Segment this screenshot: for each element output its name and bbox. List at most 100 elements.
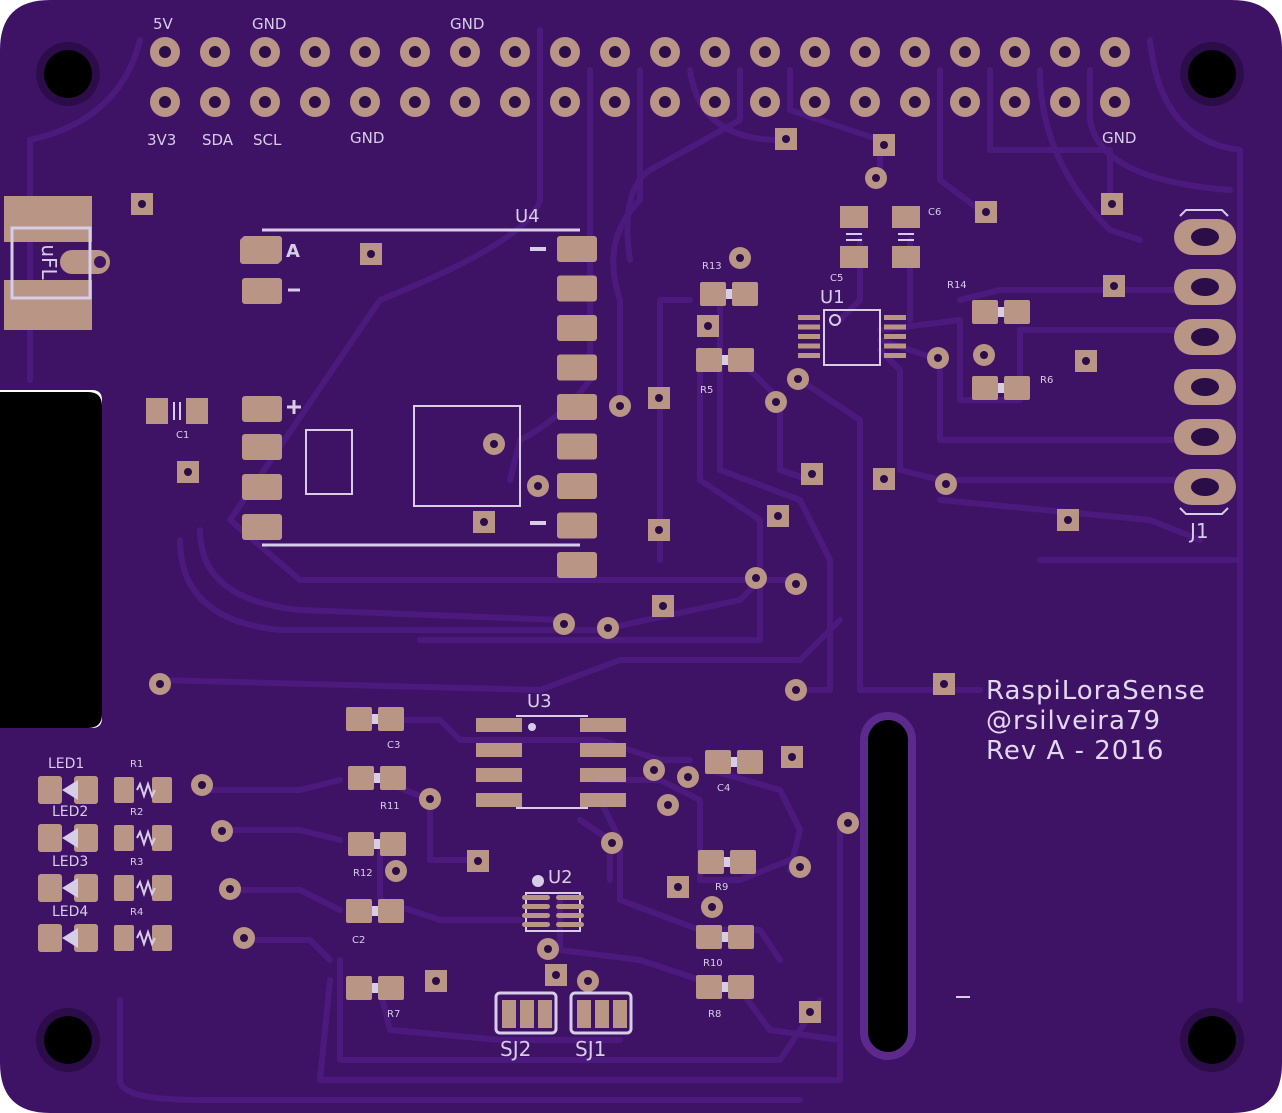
u2-pad (556, 904, 584, 909)
via-hole (432, 977, 440, 985)
header-pin-hole (359, 96, 371, 108)
header-label-gnd-3: GND (350, 129, 384, 147)
header-label-gnd-2: GND (450, 15, 484, 33)
passive-silk (374, 773, 380, 783)
header-pin-hole (1009, 46, 1021, 58)
led-label: LED2 (52, 804, 88, 820)
u3-pad (476, 718, 522, 732)
header-pin-hole (259, 46, 271, 58)
passive-pad (696, 348, 722, 372)
passive-pad (698, 850, 724, 874)
via-hole (872, 174, 880, 182)
r11-label: R11 (380, 801, 400, 812)
r10-label: R10 (703, 958, 723, 969)
passive-silk (372, 714, 378, 724)
passive-pad (348, 832, 374, 856)
header-label-5v: 5V (153, 15, 174, 33)
passive-pad (730, 850, 756, 874)
header-pin-hole (559, 96, 571, 108)
via-hole (655, 394, 663, 402)
r7-label: R7 (387, 1009, 400, 1020)
led-label: LED3 (52, 854, 88, 870)
u3-ref: U3 (527, 691, 552, 712)
u2-pad (522, 913, 550, 918)
u1-pad (884, 353, 906, 358)
u2-chip: U2 (522, 867, 584, 932)
header-pin-hole (859, 46, 871, 58)
passive-silk (722, 982, 728, 992)
via-hole (844, 819, 852, 827)
u3-pad (476, 743, 522, 757)
via-hole (806, 1008, 814, 1016)
c1-label: C1 (176, 430, 189, 441)
r12-label: R12 (353, 868, 373, 879)
via-hole (226, 885, 234, 893)
via-hole (980, 351, 988, 359)
via-hole (792, 686, 800, 694)
u4-pad (557, 354, 597, 381)
u3-pad (580, 768, 626, 782)
u4-pad (242, 278, 282, 304)
j1-pad-hole (1191, 428, 1219, 446)
sj1-label: SJ1 (575, 1037, 606, 1061)
solder-jumpers: SJ2 SJ1 (494, 991, 633, 1061)
via-hole (940, 680, 948, 688)
ufl-label: uFL (37, 244, 61, 280)
header-pin-hole (409, 96, 421, 108)
header-pin-hole (1109, 46, 1121, 58)
passive-pad (346, 707, 372, 731)
via-hole (156, 680, 164, 688)
header-label-gnd-1: GND (252, 15, 286, 33)
led-label: LED1 (48, 756, 84, 772)
header-pin-hole (309, 96, 321, 108)
passive-silk (724, 857, 730, 867)
header-pin-hole (709, 96, 721, 108)
via-hole (1110, 282, 1118, 290)
u1-sensor: U1 (798, 287, 906, 366)
r6-label: R6 (1040, 375, 1053, 386)
brand-author: @rsilveira79 (986, 706, 1161, 736)
header-pin-hole (959, 96, 971, 108)
passive-pad (380, 766, 406, 790)
passive-pad (737, 750, 763, 774)
resistor-label: R2 (130, 807, 143, 818)
u3-chip: U3 (476, 691, 626, 809)
u4-ref: U4 (515, 206, 540, 227)
header-pin-hole (709, 46, 721, 58)
header-label-scl: SCL (253, 131, 282, 149)
via-hole (426, 795, 434, 803)
resistor-pad (152, 777, 172, 803)
u1-pad (798, 315, 820, 320)
header-pin-hole (609, 46, 621, 58)
via-hole (808, 470, 816, 478)
resistor-label: R4 (130, 907, 143, 918)
via-hole (1108, 200, 1116, 208)
passive-silk (726, 289, 732, 299)
u2-pad (556, 913, 584, 918)
header-pin-hole (1009, 96, 1021, 108)
header-pin-hole (209, 46, 221, 58)
u4-pad (242, 514, 282, 540)
j1-pad-hole (1191, 228, 1219, 246)
led-diode-symbol (62, 878, 78, 898)
gpio-header (150, 37, 1130, 117)
passive-pad (728, 925, 754, 949)
c5-c6: C5 C6 (830, 206, 941, 284)
u4-mark-a: A (286, 241, 300, 262)
header-label-gnd-4: GND (1102, 129, 1136, 147)
header-pin-hole (409, 46, 421, 58)
via-hole (480, 518, 488, 526)
via-hole (198, 781, 206, 789)
via-hole (608, 839, 616, 847)
c5-label: C5 (830, 273, 843, 284)
header-pin-hole (509, 46, 521, 58)
led-pad (74, 924, 98, 952)
via-hole (708, 903, 716, 911)
resistor-pad (152, 925, 172, 951)
u1-ref: U1 (820, 287, 845, 308)
via-hole (184, 468, 192, 476)
vias (131, 128, 1125, 1023)
passive-pad (346, 899, 372, 923)
